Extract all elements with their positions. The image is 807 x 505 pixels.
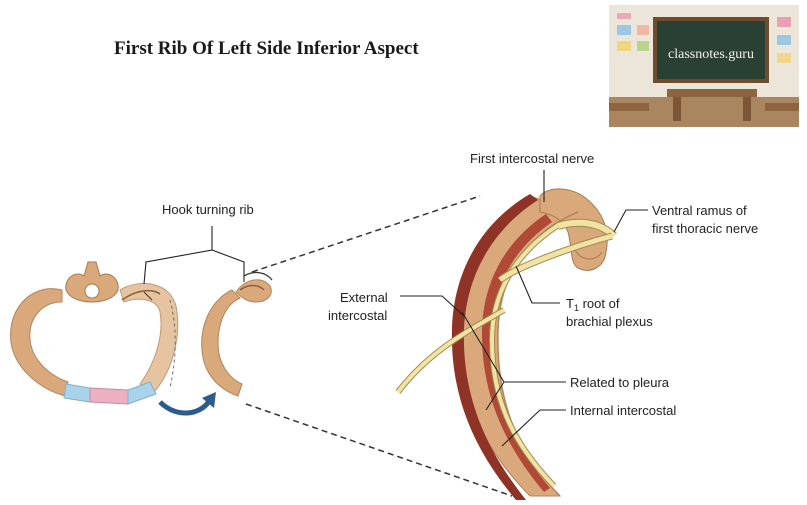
page-title: First Rib Of Left Side Inferior Aspect xyxy=(114,38,419,59)
label-ventral-ramus-line1: Ventral ramus of xyxy=(652,203,747,218)
nerves xyxy=(395,218,617,489)
ring-left-rib xyxy=(10,288,69,397)
external-intercostal-muscle xyxy=(451,194,538,500)
thoracic-ring xyxy=(10,261,179,405)
logo-text: classnotes.guru xyxy=(668,47,754,62)
isolated-rib xyxy=(201,271,273,397)
zoom-lines xyxy=(245,195,513,497)
rotation-arrow-icon xyxy=(158,392,216,416)
label-t1-root: T1 root of xyxy=(566,296,620,313)
vertebra xyxy=(65,261,119,303)
label-ventral-ramus-line2: first thoracic nerve xyxy=(652,221,758,236)
label-external-line2: intercostal xyxy=(328,308,387,323)
classnotes-logo: classnotes.guru xyxy=(609,5,799,127)
hook-leader-lines xyxy=(143,226,245,285)
label-brachial-plexus: brachial plexus xyxy=(566,314,653,329)
label-first-intercostal-nerve: First intercostal nerve xyxy=(470,151,594,166)
label-related-to-pleura: Related to pleura xyxy=(570,375,670,390)
cartilage-right xyxy=(127,381,157,405)
label-internal-intercostal: Internal intercostal xyxy=(570,403,676,418)
cartilage-left xyxy=(63,383,91,403)
sternum xyxy=(89,387,129,405)
chalkboard xyxy=(657,21,765,79)
label-hook-turning-rib: Hook turning rib xyxy=(162,202,254,217)
annotation-leaders xyxy=(400,170,648,447)
label-external-line1: External xyxy=(340,290,388,305)
ring-right-rib xyxy=(119,282,179,393)
